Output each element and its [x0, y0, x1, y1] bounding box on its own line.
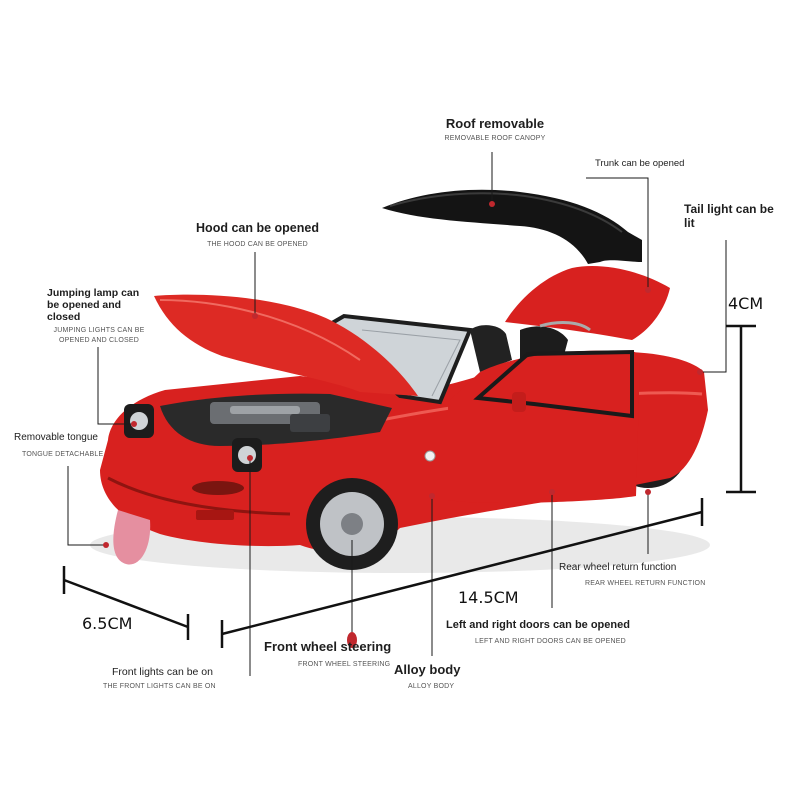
- dimension-height: 4CM: [728, 294, 764, 313]
- roof-title: Roof removable: [445, 116, 545, 131]
- dimension-length: 14.5CM: [458, 588, 519, 607]
- label-alloy-body: Alloy body ALLOY BODY: [394, 663, 484, 692]
- label-tongue: Removable tongue TONGUE DETACHABLE: [14, 431, 124, 460]
- front-wheel: [306, 478, 398, 570]
- alloy-body-title: Alloy body: [394, 662, 461, 677]
- jumping-lamp-subtitle: JUMPING LIGHTS CAN BE OPENED AND CLOSED: [53, 327, 145, 344]
- label-rear-wheel: Rear wheel return function REAR WHEEL RE…: [559, 561, 719, 589]
- jumping-lamp-title: Jumping lamp can be opened and closed: [47, 287, 140, 323]
- label-jumping-lamp: Jumping lamp can be opened and closed JU…: [47, 287, 151, 346]
- hood-title: Hood can be opened: [196, 221, 319, 235]
- dimension-width: 6.5CM: [82, 614, 133, 633]
- label-front-wheel: Front wheel steering FRONT WHEEL STEERIN…: [264, 640, 414, 670]
- trunk-lid: [505, 266, 670, 340]
- label-doors: Left and right doors can be opened LEFT …: [446, 618, 656, 647]
- leader-dots: [103, 201, 703, 648]
- pop-up-headlights: [124, 404, 262, 472]
- open-door: [448, 350, 640, 503]
- label-tail-light: Tail light can be lit: [684, 202, 776, 230]
- tail-light-title: Tail light can be lit: [684, 202, 774, 230]
- front-wheel-subtitle: FRONT WHEEL STEERING: [298, 661, 391, 668]
- license-plate: [196, 510, 234, 520]
- rear-wheel-subtitle: REAR WHEEL RETURN FUNCTION: [585, 580, 706, 587]
- dimension-lines: [62, 324, 756, 648]
- label-roof-removable: Roof removable REMOVABLE ROOF CANOPY: [425, 117, 565, 144]
- front-wheel-title: Front wheel steering: [264, 639, 392, 654]
- front-lights-subtitle: THE FRONT LIGHTS CAN BE ON: [103, 683, 216, 690]
- roof-canopy: [382, 189, 642, 264]
- hood: [154, 294, 418, 396]
- leader-lines: [67, 152, 727, 676]
- rear-wheel-title: Rear wheel return function: [559, 562, 677, 573]
- grille: [192, 481, 244, 495]
- doors-title: Left and right doors can be opened: [446, 619, 630, 631]
- engine-bay: [160, 393, 392, 446]
- label-front-lights: Front lights can be on THE FRONT LIGHTS …: [103, 665, 223, 692]
- doors-subtitle: LEFT AND RIGHT DOORS CAN BE OPENED: [475, 638, 626, 645]
- front-bumper: [107, 476, 291, 516]
- trunk-title: Trunk can be opened: [595, 158, 685, 169]
- alloy-body-subtitle: ALLOY BODY: [408, 683, 455, 690]
- label-trunk: Trunk can be opened: [595, 157, 715, 171]
- front-lights-title: Front lights can be on: [112, 666, 213, 678]
- tongue: [113, 510, 151, 565]
- hood-subtitle: THE HOOD CAN BE OPENED: [207, 241, 308, 248]
- label-hood: Hood can be opened THE HOOD CAN BE OPENE…: [185, 221, 330, 250]
- tongue-title: Removable tongue: [14, 432, 98, 443]
- roof-subtitle: REMOVABLE ROOF CANOPY: [444, 135, 546, 142]
- tongue-subtitle: TONGUE DETACHABLE: [22, 451, 104, 458]
